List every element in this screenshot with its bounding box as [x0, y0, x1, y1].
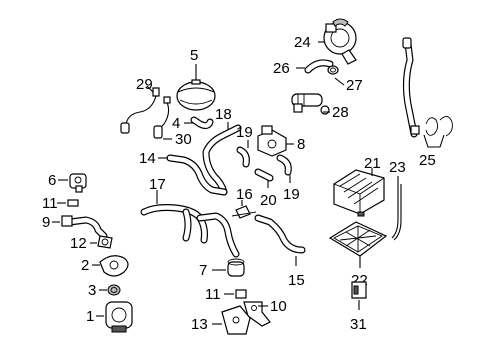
callout-18: 18	[215, 106, 232, 123]
part-29-sensor	[120, 87, 160, 134]
lead-27	[334, 77, 345, 86]
part-5-reservoir	[176, 79, 216, 111]
callout-24: 24	[294, 34, 311, 51]
callout-16: 16	[236, 186, 253, 203]
part-19-hose	[236, 146, 250, 168]
callout-7: 7	[199, 262, 207, 279]
callout-20: 20	[260, 192, 277, 209]
callout-6: 6	[48, 172, 56, 189]
part-20-fitting	[254, 168, 274, 182]
part-14-hose	[166, 154, 228, 196]
part-24-valve	[323, 18, 357, 65]
callout-9: 9	[42, 214, 50, 231]
part-11a-bolt	[67, 199, 79, 207]
callout-31: 31	[350, 316, 367, 333]
part-30-sensor	[153, 96, 171, 139]
callout-29: 29	[136, 76, 153, 93]
part-16-fitting	[231, 205, 257, 219]
part-1-pump	[105, 301, 133, 333]
part-15-hose	[254, 214, 306, 254]
callout-13: 13	[191, 316, 208, 333]
part-9-pipe	[61, 215, 108, 240]
callout-30: 30	[175, 131, 192, 148]
lead-25	[423, 134, 445, 148]
part-6-valve	[69, 173, 87, 193]
part-25-hose	[402, 37, 453, 138]
callout-1: 1	[86, 308, 94, 325]
part-19b-hose	[276, 154, 292, 176]
callout-28: 28	[332, 104, 349, 121]
callout-27: 27	[346, 77, 363, 94]
callout-23: 23	[389, 159, 406, 176]
part-21-housing	[333, 169, 385, 217]
callout-12: 12	[70, 235, 87, 252]
callout-15: 15	[288, 272, 305, 289]
callout-11b: 11	[205, 286, 221, 303]
callout-14: 14	[139, 150, 156, 167]
part-22-plate	[328, 221, 388, 257]
lead-29	[146, 85, 154, 93]
callout-25: 25	[419, 152, 436, 169]
part-26-hose	[304, 59, 334, 74]
callout-17: 17	[149, 176, 166, 193]
part-7-valve	[227, 258, 245, 277]
callout-8: 8	[297, 136, 305, 153]
part-12-gasket	[97, 235, 113, 249]
callout-26: 26	[273, 60, 290, 77]
part-11b-bolt	[235, 289, 247, 299]
part-4-hose	[190, 116, 214, 130]
callout-11a: 11	[42, 195, 58, 212]
callout-19b: 19	[283, 186, 300, 203]
part-23-hose	[391, 184, 402, 241]
part-31-clip	[351, 281, 367, 299]
part-18-hose	[202, 124, 242, 196]
part-8-valve	[257, 125, 287, 157]
part-2-bracket	[99, 255, 129, 277]
callout-4: 4	[172, 115, 180, 132]
part-28-valve	[291, 93, 330, 115]
callout-19a: 19	[236, 124, 253, 141]
callout-21: 21	[364, 155, 381, 172]
callout-10: 10	[270, 298, 287, 315]
part-17-hose	[140, 204, 240, 258]
part-3-ring	[107, 284, 121, 296]
callout-2: 2	[81, 257, 89, 274]
part-13-bracket	[221, 305, 251, 335]
callout-3: 3	[88, 282, 96, 299]
callout-5: 5	[190, 47, 198, 64]
part-27-clamp	[327, 65, 339, 75]
